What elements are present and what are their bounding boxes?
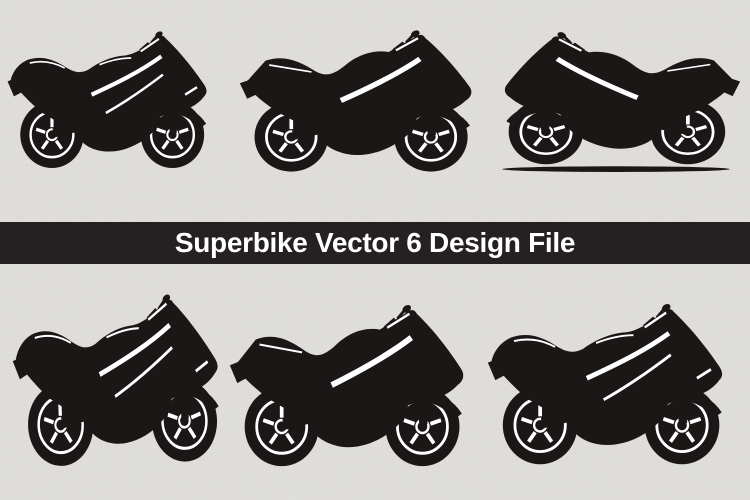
superbike-icon xyxy=(228,300,478,478)
superbike-icon xyxy=(6,28,220,178)
superbike-illustration-1 xyxy=(6,28,220,178)
design-title: Superbike Vector 6 Design File xyxy=(174,227,576,258)
superbike-illustration-5 xyxy=(228,300,478,478)
superbike-icon xyxy=(9,288,235,480)
superbike-icon xyxy=(490,28,742,172)
ground-shadow xyxy=(502,166,730,172)
superbike-illustration-4 xyxy=(9,288,235,480)
superbike-icon xyxy=(486,300,738,476)
superbike-icon xyxy=(238,26,486,182)
superbike-illustration-2 xyxy=(238,26,486,182)
title-banner: Superbike Vector 6 Design File xyxy=(0,222,750,264)
superbike-illustration-6 xyxy=(486,300,738,476)
superbike-illustration-3 xyxy=(490,28,742,174)
